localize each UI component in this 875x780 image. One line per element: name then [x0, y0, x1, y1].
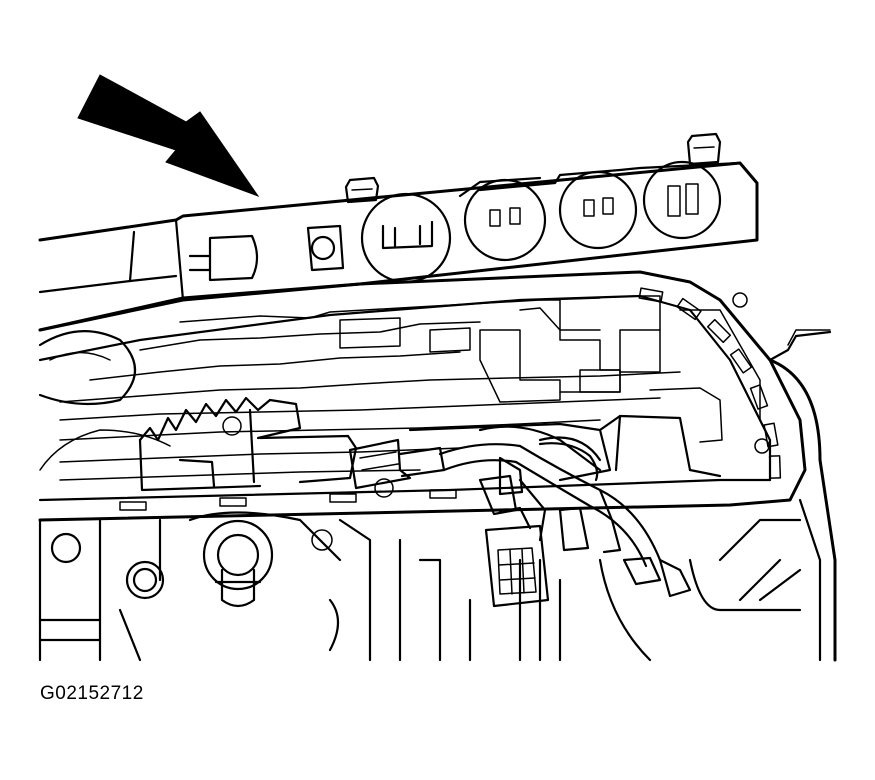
fluid-passages — [39, 295, 761, 481]
perimeter-bolt-holes — [119, 287, 782, 511]
left-cutout — [38, 330, 136, 406]
wiring-connector — [348, 425, 692, 598]
solenoid-4 — [642, 160, 722, 240]
pointer-arrow — [77, 74, 260, 198]
sensor-connector — [484, 506, 550, 608]
solenoid-3 — [558, 170, 638, 250]
solenoid-2 — [463, 178, 547, 262]
manual-valve-pivot — [38, 511, 342, 662]
harness-bolt-left — [344, 176, 380, 204]
valve-body-plate — [38, 270, 807, 522]
harness-bolt-right — [686, 132, 722, 166]
lower-case-structure — [328, 498, 822, 662]
solenoid-1 — [360, 192, 452, 284]
leader-line — [787, 329, 831, 346]
center-housing — [408, 414, 722, 482]
figure-id-label: G02152712 — [40, 683, 144, 704]
transmission-case-edge — [768, 330, 837, 662]
